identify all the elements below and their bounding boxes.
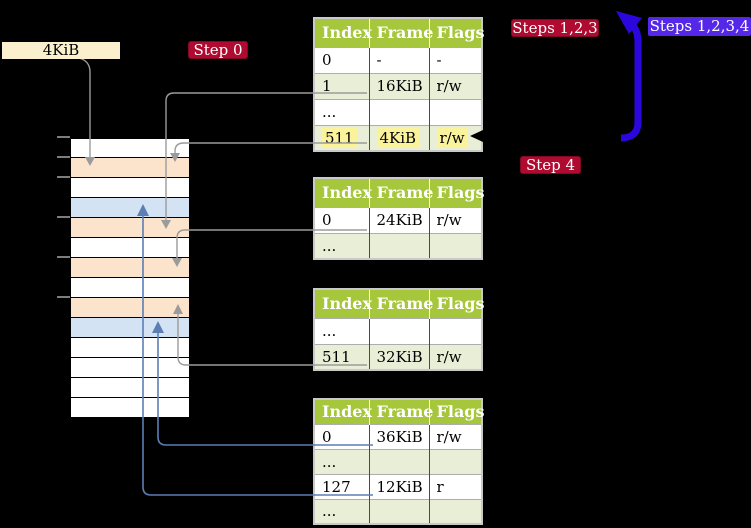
column-header: Flags xyxy=(428,289,485,318)
table-row: ... xyxy=(314,317,482,344)
step-0-badge: Step 0 xyxy=(188,41,248,59)
memory-frame-row-1 xyxy=(70,158,190,178)
memory-frame-row-3 xyxy=(70,198,190,218)
axis-tick xyxy=(57,256,70,258)
highlighted-value: r/w xyxy=(436,127,468,148)
column-header: Frame xyxy=(368,178,433,207)
step-4-badge: Step 4 xyxy=(520,156,581,174)
memory-frame-row-0 xyxy=(70,138,190,158)
table-cell: ... xyxy=(314,317,369,344)
steps-1234-badge: Steps 1,2,3,4 xyxy=(648,17,751,36)
table-cell xyxy=(428,498,482,524)
table-cell: ... xyxy=(314,498,369,524)
table-cell: 16KiB xyxy=(368,72,429,99)
table-cell: 4KiB xyxy=(368,124,429,151)
column-header: Frame xyxy=(368,399,433,424)
memory-frame-row-6 xyxy=(70,258,190,278)
table-cell xyxy=(368,317,429,344)
column-header: Index xyxy=(314,399,372,424)
table-row: ... xyxy=(314,98,482,125)
table-cell: r/w xyxy=(428,72,482,99)
column-header: Index xyxy=(314,178,372,207)
table-cell: 511 xyxy=(314,124,369,151)
axis-tick xyxy=(57,216,70,218)
table-cell xyxy=(368,448,429,474)
table-cell: ... xyxy=(314,98,369,125)
table-cell: 127 xyxy=(314,473,369,499)
memory-frame-row-11 xyxy=(70,358,190,378)
axis-tick xyxy=(57,156,70,158)
table-cell: ... xyxy=(314,232,369,259)
column-header: Frame xyxy=(368,289,433,318)
highlighted-value: 4KiB xyxy=(376,127,420,148)
table-cell xyxy=(368,232,429,259)
memory-frame-row-7 xyxy=(70,278,190,298)
table-cell: ... xyxy=(314,448,369,474)
table-cell: r/w xyxy=(428,206,482,233)
highlighted-value: 511 xyxy=(322,127,357,148)
table-cell: 1 xyxy=(314,72,369,99)
table-cell: r/w xyxy=(428,124,482,151)
memory-frame-row-5 xyxy=(70,238,190,258)
table-cell: r/w xyxy=(428,343,482,370)
frame-size-label: 4KiB xyxy=(2,42,120,59)
memory-frame-row-13 xyxy=(70,398,190,418)
table-row: 0-- xyxy=(314,46,482,73)
column-header: Flags xyxy=(428,18,485,47)
axis-tick xyxy=(57,176,70,178)
table-cell: 0 xyxy=(314,46,369,73)
memory-frame-row-12 xyxy=(70,378,190,398)
table-cell: 0 xyxy=(314,423,369,449)
table-row: ... xyxy=(314,448,482,474)
memory-frame-row-10 xyxy=(70,338,190,358)
column-header: Frame xyxy=(368,18,433,47)
table-cell xyxy=(428,448,482,474)
table-cell xyxy=(428,232,482,259)
column-header: Index xyxy=(314,18,372,47)
recursive-loop-arrow xyxy=(620,20,642,142)
memory-frame-row-4 xyxy=(70,218,190,238)
table-cell xyxy=(428,317,482,344)
axis-tick xyxy=(57,136,70,138)
column-header: Index xyxy=(314,289,372,318)
table-row: 511 4KiB r/w xyxy=(314,124,482,151)
table-cell: 12KiB xyxy=(368,473,429,499)
table-cell: 24KiB xyxy=(368,206,429,233)
table-cell: 0 xyxy=(314,206,369,233)
table-cell: - xyxy=(428,46,482,73)
table-cell: r xyxy=(428,473,482,499)
axis-tick xyxy=(57,296,70,298)
table-row: ... xyxy=(314,232,482,259)
table-cell xyxy=(428,98,482,125)
physical-memory-column xyxy=(70,138,190,418)
table-cell: - xyxy=(368,46,429,73)
recursive-loop-arrowhead-icon xyxy=(616,11,642,34)
steps-123-badge: Steps 1,2,3 xyxy=(511,19,599,37)
table-cell xyxy=(368,98,429,125)
memory-frame-row-2 xyxy=(70,178,190,198)
table-cell: r/w xyxy=(428,423,482,449)
memory-frame-row-8 xyxy=(70,298,190,318)
table-cell: 511 xyxy=(314,343,369,370)
memory-frame-row-9 xyxy=(70,318,190,338)
table-cell: 32KiB xyxy=(368,343,429,370)
table-row: ... xyxy=(314,498,482,524)
column-header: Flags xyxy=(428,399,485,424)
table-cell xyxy=(368,498,429,524)
column-header: Flags xyxy=(428,178,485,207)
table-cell: 36KiB xyxy=(368,423,429,449)
